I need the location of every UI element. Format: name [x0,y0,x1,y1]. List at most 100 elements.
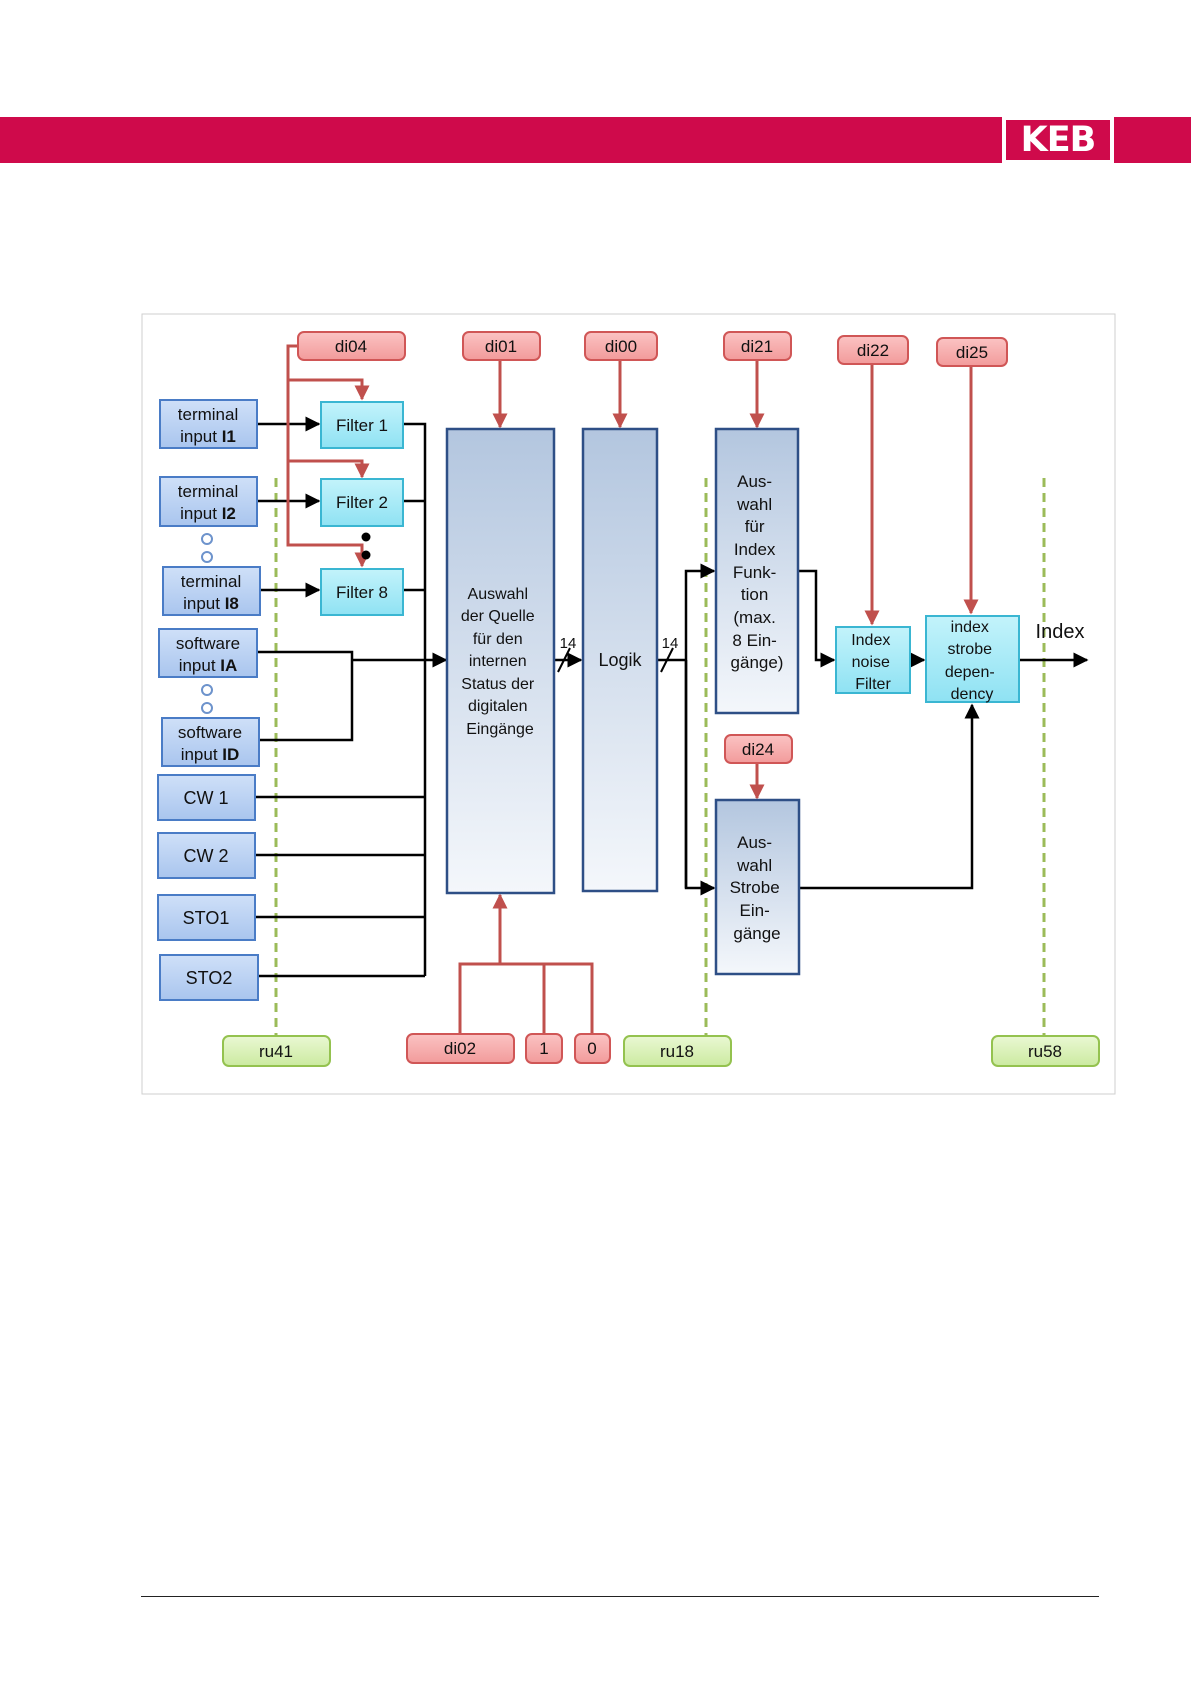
block-index-line: wahl [736,495,772,514]
output-index-label: Index [1036,621,1085,643]
svg-text:Index noise Filter: Index noise Filter [851,632,895,693]
signal-lines [255,416,1089,978]
block-strobe-dependency [925,615,1020,703]
svg-text:Auswahl der Quelle für: Auswahl der Quelle für den internen Stat… [461,586,539,738]
bus-width-label: 14 [560,635,577,652]
input-id: I1 [222,427,236,446]
param-lines [286,344,979,1034]
block-auswahl-line: für den [473,631,523,648]
block-logik-label: Logik [598,650,642,670]
input-line1: terminal [178,482,238,501]
block-strobe-line: Strobe [730,878,780,897]
input-line1: terminal [178,405,238,424]
input-terminal-i8: terminal input I8 [162,566,261,616]
input-line2: input [180,504,222,523]
param-const-1: 1 [525,1033,563,1064]
param-di24: di24 [724,734,793,764]
svg-text:input I2: input I2 [180,504,236,523]
svg-text:Aus- wahl Strobe E: Aus- wahl Strobe Ein- gänge [730,833,785,943]
input-sto1: STO1 [157,894,256,941]
svg-text:Aus- wahl für Inde: Aus- wahl für Index Funk- tion (max. 8 E… [731,472,784,672]
block-logik [581,427,659,893]
input-label: CW 1 [184,788,229,808]
ellipsis-markers [201,532,371,714]
block-auswahl-quelle [445,427,556,895]
input-id: I2 [222,504,236,523]
svg-text:input ID: input ID [181,745,240,764]
keb-logo: KEB [1002,117,1114,163]
svg-text:input I1: input I1 [180,427,236,446]
block-index-noise-filter [835,626,911,694]
bus-width-label: 14 [662,635,679,652]
param-di04: di04 [297,331,406,361]
block-auswahl-line: Eingänge [466,721,534,738]
param-label: di02 [444,1039,476,1058]
filter-label: Filter 2 [336,493,388,512]
block-index-funktion [714,427,800,715]
noise-filter-line: Index [851,632,890,649]
input-software-ia: software input IA [158,628,258,678]
ru-label: ru18 [660,1042,694,1061]
block-auswahl-line: Status der [461,676,535,693]
param-label: di24 [742,740,774,759]
keb-logo-text: KEB [1006,120,1110,160]
strobe-dependency-line: index [951,619,989,636]
block-index-line: gänge) [731,653,784,672]
ru-ru41: ru41 [222,1035,331,1067]
block-strobe-line: gänge [733,924,780,943]
block-index-line: Funk- [733,563,776,582]
param-di22: di22 [837,335,909,365]
block-index-line: für [745,517,765,536]
strobe-dependency-line: dency [951,686,994,703]
input-terminal-i1: terminal input I1 [159,399,258,449]
input-line2: input [180,427,222,446]
param-label: di00 [605,337,637,356]
noise-filter-line: noise [852,654,890,671]
strobe-dependency-line: depen- [945,664,995,681]
block-auswahl-line: Auswahl [468,586,528,603]
input-line1: software [178,723,242,742]
block-auswahl-line: internen [469,653,527,670]
ru-label: ru41 [259,1042,293,1061]
filter-label: Filter 1 [336,416,388,435]
block-strobe-auswahl [714,798,801,976]
param-di25: di25 [936,337,1008,367]
ru-label: ru58 [1028,1042,1062,1061]
block-index-line: Index [734,540,776,559]
param-label: 1 [539,1039,548,1058]
filter-label: Filter 8 [336,583,388,602]
param-di01: di01 [462,331,541,361]
block-auswahl-line: digitalen [468,698,528,715]
noise-filter-line: Filter [855,676,891,693]
input-cw1: CW 1 [157,774,256,821]
block-index-line: tion [741,585,768,604]
ru-ru58: ru58 [991,1035,1100,1067]
input-line2: input [183,594,225,613]
input-label: STO1 [183,908,230,928]
param-const-0: 0 [574,1033,611,1064]
header-band [0,117,1191,163]
param-label: di01 [485,337,517,356]
input-id: I8 [225,594,239,613]
param-label: 0 [587,1039,596,1058]
param-label: di25 [956,343,988,362]
footer-rule [141,1596,1099,1597]
input-label: STO2 [186,968,233,988]
filter-2: Filter 2 [320,478,404,527]
param-label: di22 [857,341,889,360]
block-auswahl-line: der Quelle [461,608,535,625]
input-software-id: software input ID [161,717,260,767]
strobe-dependency-line: strobe [948,641,993,658]
input-terminal-i2: terminal input I2 [159,476,258,527]
svg-text:input IA: input IA [179,656,238,675]
block-index-line: 8 Ein- [732,631,776,650]
param-label: di04 [335,337,367,356]
block-strobe-line: Aus- [737,833,772,852]
block-strobe-line: Ein- [740,901,770,920]
input-cw2: CW 2 [157,832,256,879]
input-label: CW 2 [184,846,229,866]
input-line2: input [179,656,221,675]
input-id: ID [222,745,239,764]
block-index-line: (max. [733,608,776,627]
